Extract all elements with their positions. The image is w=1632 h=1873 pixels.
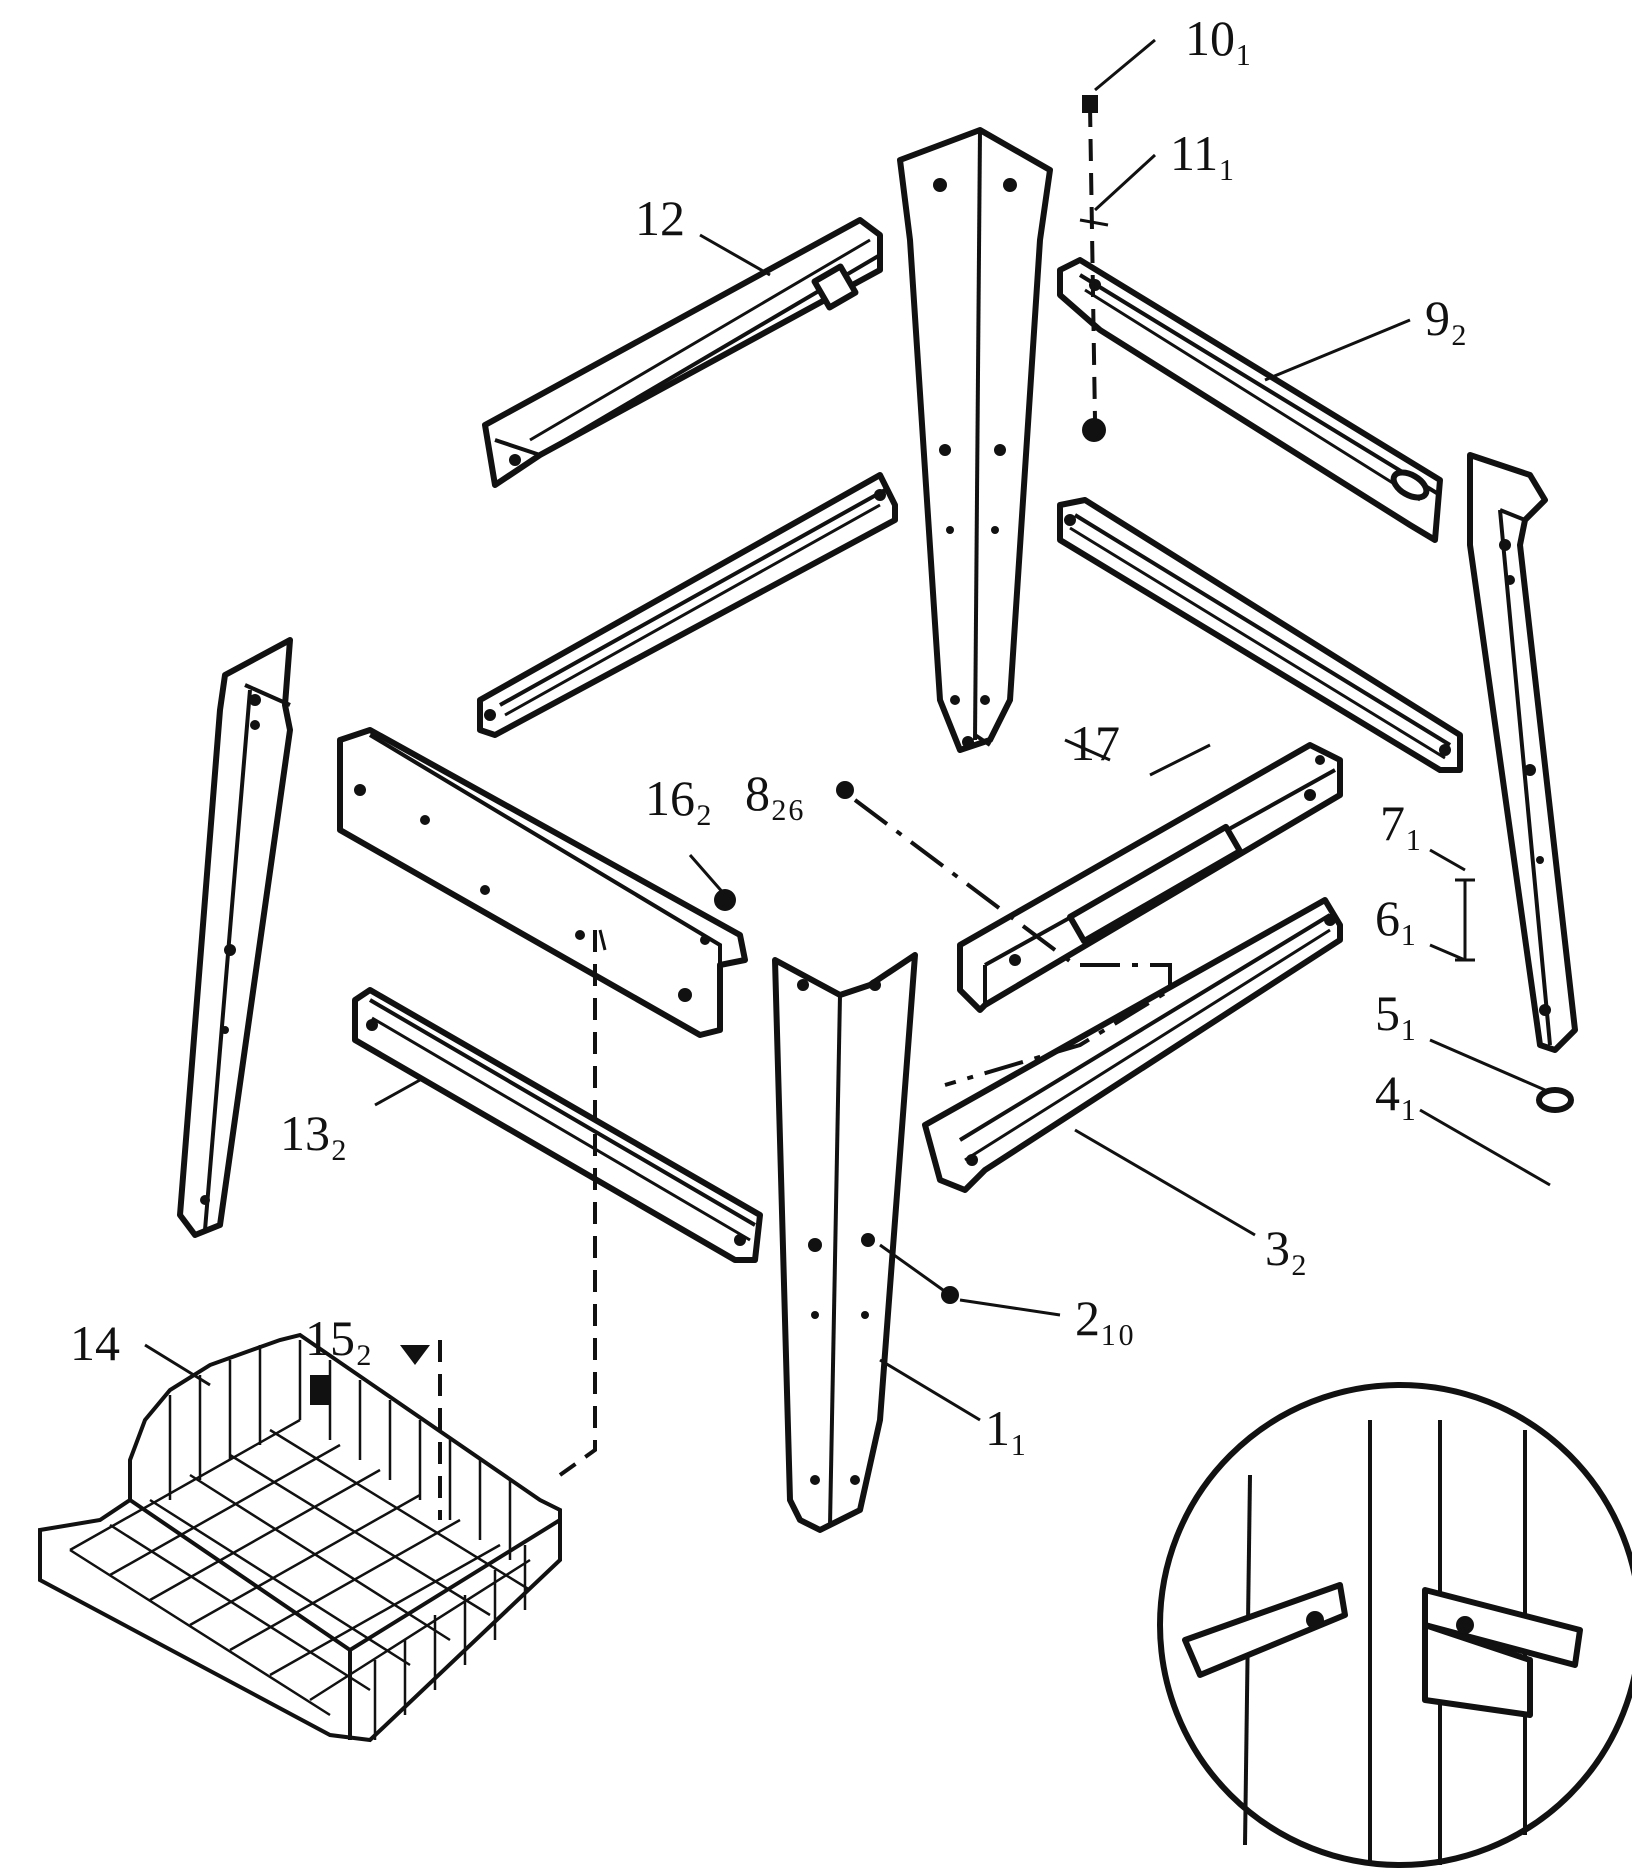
callout-15: 15₂	[305, 1310, 372, 1366]
bolt-2	[879, 1243, 959, 1304]
callout-13: 13₂	[280, 1105, 347, 1161]
lower-stretcher-3	[922, 897, 1343, 1193]
leader-lines	[144, 38, 1551, 1422]
callout-12: 12	[635, 190, 685, 246]
callout-2: 2₁₀	[1075, 1290, 1135, 1346]
callout-11: 11₁	[1170, 125, 1236, 181]
wire-basket-14	[38, 1332, 562, 1743]
bolt-10-11	[1079, 95, 1109, 442]
callout-9: 9₂	[1425, 290, 1467, 346]
upper-apron-17	[957, 742, 1343, 1013]
front-leg	[772, 952, 918, 1533]
callout-17: 17	[1070, 715, 1120, 771]
callout-labels: 10₁ 11₁ 12 9₂ 17 8₂₆ 16₂ 7₁ 6₁ 5₁ 4₁ 3₂ …	[70, 10, 1467, 1456]
lower-stretcher-13	[352, 987, 763, 1263]
callout-14: 14	[70, 1315, 120, 1371]
basket-grid	[69, 1340, 531, 1740]
upper-rail-12	[482, 217, 883, 488]
right-leg	[1467, 452, 1578, 1053]
back-leg	[897, 127, 1053, 753]
callout-6: 6₁	[1375, 890, 1417, 946]
fastener-16	[714, 889, 736, 911]
lower-stretcher-back-left	[477, 472, 898, 738]
lower-stretcher-back-right	[1057, 497, 1463, 773]
callout-10: 10₁	[1185, 10, 1252, 66]
callout-1: 1₁	[985, 1400, 1027, 1456]
left-leg	[177, 637, 293, 1238]
callout-4: 4₁	[1375, 1065, 1417, 1121]
callout-8: 8₂₆	[745, 765, 805, 821]
callout-16: 16₂	[645, 770, 712, 826]
hardware-stack-4-7	[1455, 878, 1574, 1113]
upper-rail-9	[1057, 257, 1443, 543]
fastener-8	[836, 781, 1172, 1087]
detail-inset	[1157, 1382, 1632, 1868]
upper-apron-front-left	[337, 727, 748, 1038]
callout-7: 7₁	[1380, 795, 1422, 851]
callout-5: 5₁	[1375, 985, 1417, 1041]
shelf-guide-dashed	[558, 930, 597, 1477]
callout-3: 3₂	[1265, 1220, 1307, 1276]
